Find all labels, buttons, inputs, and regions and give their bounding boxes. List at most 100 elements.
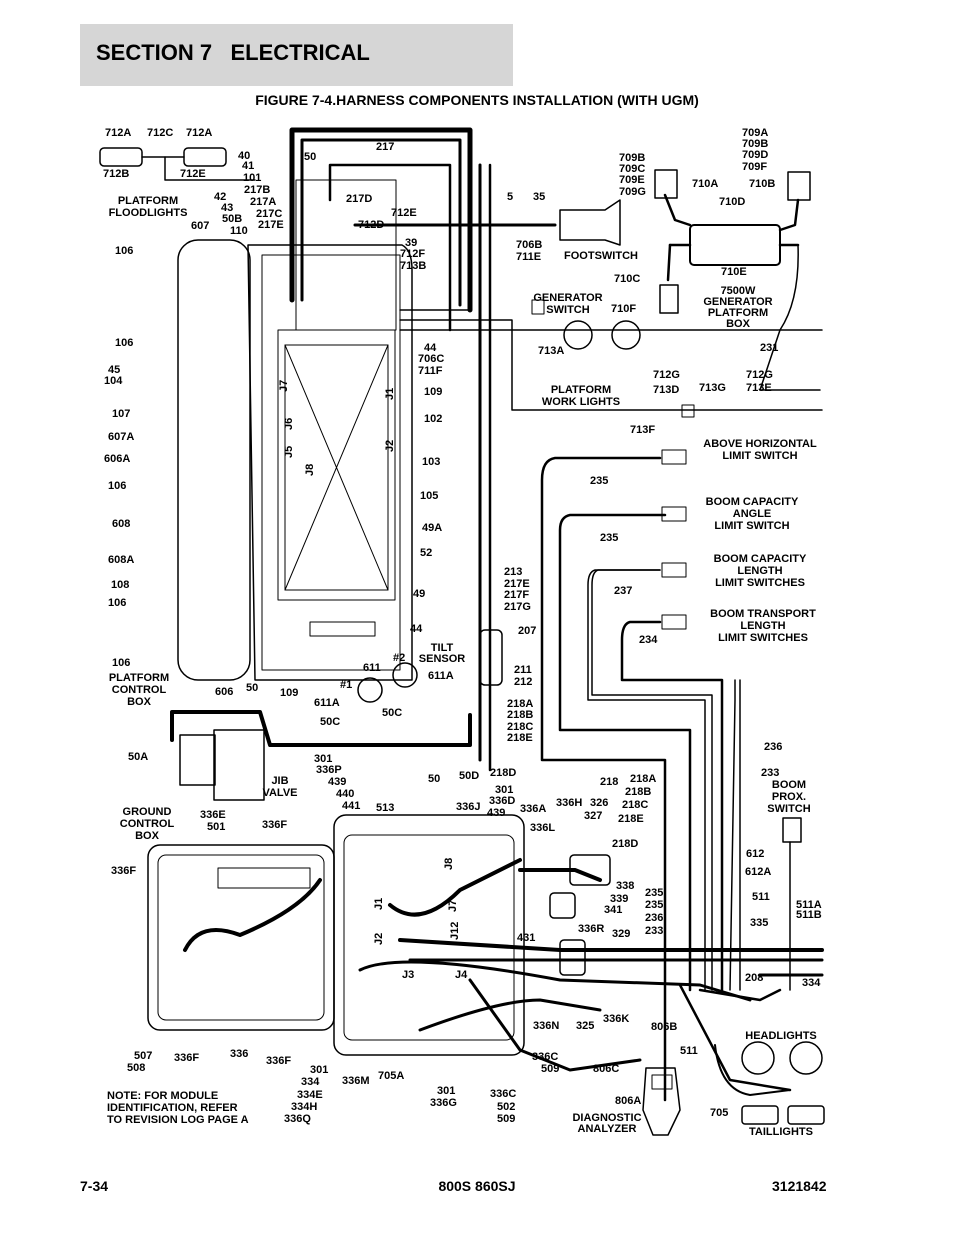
- wire-label: 336R: [578, 923, 604, 935]
- wire-label: 44: [424, 342, 437, 354]
- wire-label: 706C: [418, 353, 444, 365]
- wire-label: 511B: [796, 909, 822, 921]
- wire-label: 217G: [504, 601, 531, 613]
- footer-model: 800S 860SJ: [438, 1178, 516, 1194]
- wire-label: 336N: [533, 1020, 559, 1032]
- wire-label: 705: [710, 1107, 728, 1119]
- ground-control-box-left: [147, 844, 335, 1031]
- wire-label: 712D: [358, 219, 384, 231]
- wire-label: 212: [514, 676, 532, 688]
- wire-label: 513: [376, 802, 394, 814]
- wire-label: 508: [127, 1062, 145, 1074]
- wire-label: 712A: [105, 127, 131, 139]
- diagnostic-label-2: ANALYZER: [578, 1123, 637, 1135]
- wire-label: 44: [410, 623, 423, 635]
- component-labels: PLATFORM FLOODLIGHTS FOOTSWITCH GENERATO…: [109, 195, 817, 1138]
- wire-label: 709D: [742, 149, 768, 161]
- wire-label: 709G: [619, 186, 646, 198]
- jib-valve-label-2: VALVE: [262, 787, 297, 799]
- wire-label: 335: [750, 917, 768, 929]
- wire-label: 502: [497, 1101, 515, 1113]
- wire-label: 336F: [174, 1052, 199, 1064]
- wire-label: 711F: [418, 365, 443, 377]
- wire-label: 606A: [104, 453, 130, 465]
- wire-label: 236: [764, 741, 782, 753]
- wire-label: 301: [314, 753, 332, 765]
- boom-transport-label-2: LENGTH: [740, 620, 785, 632]
- boom-cap-angle-label-2: ANGLE: [733, 508, 772, 520]
- wire-label: 50C: [320, 716, 340, 728]
- boom-cap-length-label-3: LIMIT SWITCHES: [715, 577, 805, 589]
- boom-prox-label-2: PROX.: [772, 791, 806, 803]
- wire-label: 336D: [489, 795, 515, 807]
- pcb-j2: J2: [384, 440, 396, 452]
- tilt-sensor-label-2: SENSOR: [419, 653, 466, 665]
- wire-label: 711E: [516, 251, 541, 263]
- section-title: SECTION 7 ELECTRICAL: [96, 40, 370, 66]
- wire-label: 336M: [342, 1075, 370, 1087]
- wire-label: 606: [215, 686, 233, 698]
- wire-label: 301: [310, 1064, 328, 1076]
- wire-label: 507: [134, 1050, 152, 1062]
- wire-label: 218: [600, 776, 618, 788]
- wire-label: 5: [507, 191, 513, 203]
- gcb-j3: J3: [402, 969, 414, 981]
- wire-label: 235: [600, 532, 618, 544]
- work-light-1: [563, 320, 593, 350]
- wire-label: 107: [112, 408, 130, 420]
- harness-50-217: [289, 127, 473, 313]
- wire-label: 710B: [749, 178, 775, 190]
- gcb-j8: J8: [443, 858, 455, 870]
- wire-label: 207: [518, 625, 536, 637]
- section-number: SECTION 7: [96, 40, 213, 65]
- wire-label: 35: [533, 191, 545, 203]
- headlight-2: [789, 1041, 823, 1075]
- boom-cap-angle-label-3: LIMIT SWITCH: [714, 520, 789, 532]
- wire-label: 43: [221, 202, 233, 214]
- wire-label: 710A: [692, 178, 718, 190]
- wire-label: 509: [541, 1063, 559, 1075]
- pcb-j6: J6: [283, 418, 295, 430]
- wire-label: 439: [487, 807, 505, 819]
- wire-label: 39: [405, 237, 417, 249]
- wire-label: 806B: [651, 1021, 677, 1033]
- wire-label: 712E: [180, 168, 206, 180]
- jib-valve-label-1: JIB: [271, 775, 288, 787]
- wire-label: 511: [752, 891, 770, 903]
- figure-title: FIGURE 7-4.HARNESS COMPONENTS INSTALLATI…: [255, 92, 699, 108]
- wire-label: 336F: [111, 865, 136, 877]
- wire-label: 336E: [200, 809, 226, 821]
- wire-label: 709A: [742, 127, 768, 139]
- floodlight-2: [183, 147, 227, 167]
- wire-label: 611: [363, 662, 381, 674]
- wire-label: 218B: [625, 786, 651, 798]
- wire-label: 50: [428, 773, 440, 785]
- wire-label: 709C: [619, 163, 645, 175]
- wire-label: 110: [230, 225, 248, 237]
- wire-label: 234: [639, 634, 658, 646]
- wire-label: 712C: [147, 127, 173, 139]
- wire-label: 806C: [593, 1063, 619, 1075]
- wire-label: 611A: [428, 670, 454, 682]
- wire-label: 106: [108, 480, 126, 492]
- gcb-j1: J1: [373, 898, 385, 910]
- above-horizontal-label-2: LIMIT SWITCH: [722, 450, 797, 462]
- diagnostic-analyzer-shape: [642, 1067, 681, 1136]
- pcb-j8: J8: [304, 464, 316, 476]
- wire-label: 217C: [256, 208, 282, 220]
- wire-label: 334E: [297, 1089, 323, 1101]
- wire-label: 611A: [314, 697, 340, 709]
- wire-label: 511: [680, 1045, 698, 1057]
- wire-label: 710D: [719, 196, 745, 208]
- boom-prox-label-3: SWITCH: [767, 803, 810, 815]
- wire-label: 706B: [516, 239, 542, 251]
- wire-label: 336: [230, 1048, 248, 1060]
- wire-label: 233: [761, 767, 779, 779]
- wire-label: 713A: [538, 345, 564, 357]
- wire-label: 41: [242, 160, 254, 172]
- wire-label: 329: [612, 928, 630, 940]
- wire-label: 709F: [742, 161, 767, 173]
- pcb-label-2: CONTROL: [112, 684, 167, 696]
- footer-page-number: 7-34: [80, 1178, 109, 1194]
